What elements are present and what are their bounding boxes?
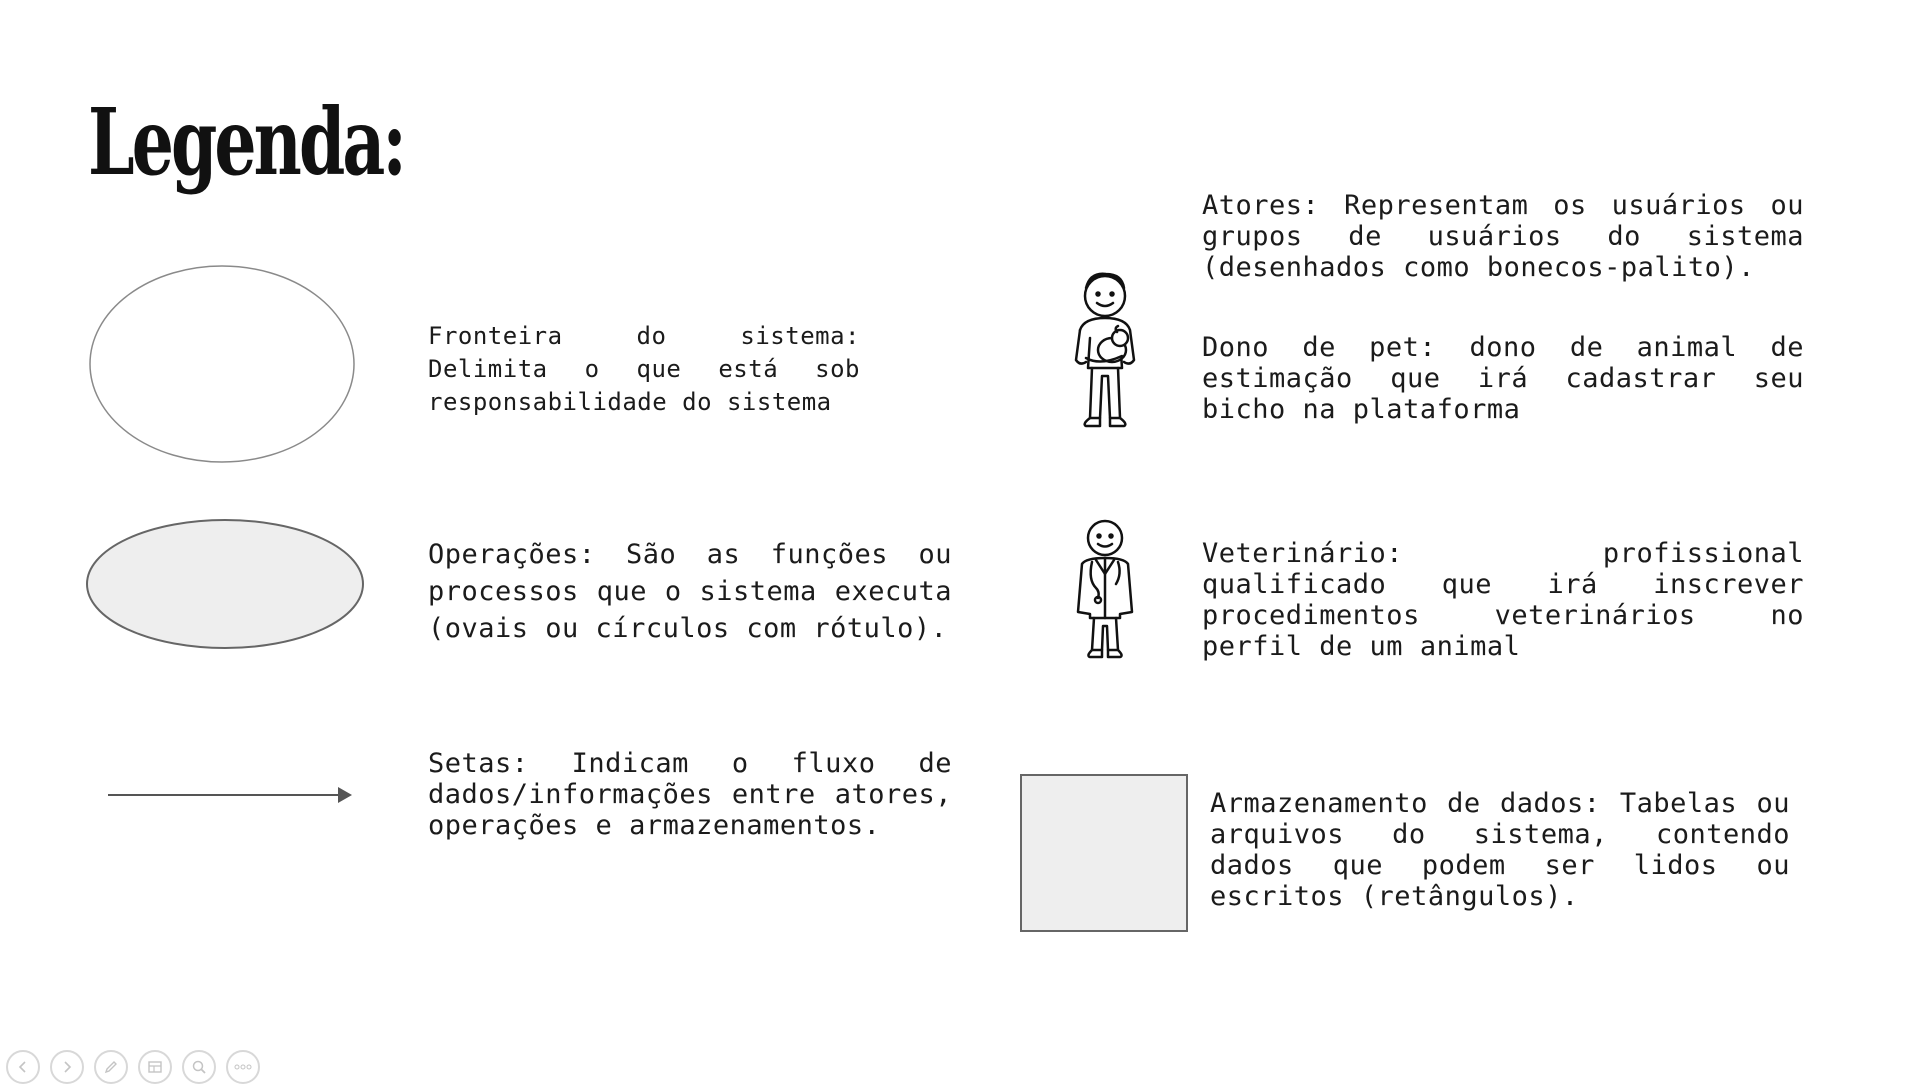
- more-icon[interactable]: [226, 1050, 260, 1084]
- boundary-ellipse: [89, 265, 355, 463]
- actors-description: Atores: Representam os usuários ou grupo…: [1202, 190, 1804, 283]
- arrows-description: Setas: Indicam o fluxo de dados/informaç…: [428, 748, 952, 841]
- arrow-symbol: [108, 787, 352, 803]
- slides-icon[interactable]: [138, 1050, 172, 1084]
- next-icon[interactable]: [50, 1050, 84, 1084]
- pet-owner-icon: [1074, 272, 1136, 428]
- pet-owner-description: Dono de pet: dono de animal de estimação…: [1202, 332, 1804, 425]
- presentation-toolbar: [6, 1050, 260, 1084]
- storage-description: Armazenamento de dados: Tabelas ou arqui…: [1210, 788, 1790, 912]
- operations-description: Operações: São as funções ou processos q…: [428, 539, 952, 644]
- pen-icon[interactable]: [94, 1050, 128, 1084]
- vet-description: Veterinário: profissional qualificado qu…: [1202, 538, 1804, 662]
- storage-rectangle: [1020, 774, 1188, 932]
- zoom-icon[interactable]: [182, 1050, 216, 1084]
- veterinarian-icon: [1076, 519, 1134, 659]
- page-title: Legenda:: [88, 88, 407, 196]
- operation-ellipse: [86, 519, 364, 649]
- previous-icon[interactable]: [6, 1050, 40, 1084]
- boundary-description: Fronteira do sistema: Delimita o que est…: [428, 322, 860, 416]
